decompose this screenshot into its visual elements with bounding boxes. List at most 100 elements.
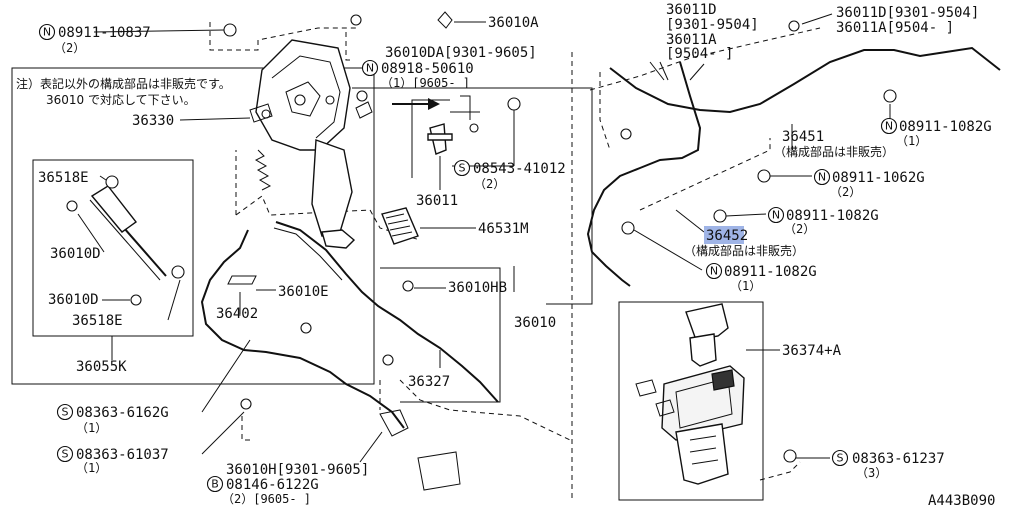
lever-box: [618, 301, 764, 501]
leader-lines: [77, 13, 891, 463]
label-08543-41012-qty: （2）: [474, 177, 505, 191]
pedal-pad: [381, 207, 419, 245]
label-08911-1082G-c-qty: （1）: [730, 279, 761, 293]
strut-36055K: [66, 175, 185, 306]
label-08918-50610: 08918-50610: [381, 61, 474, 77]
svg-text:S: S: [62, 406, 69, 419]
svg-text:N: N: [366, 62, 374, 75]
note-line-2: 36010 で対応して下さい。: [46, 93, 196, 107]
label-08543-41012: 08543-41012: [473, 161, 566, 177]
label-08911-1062G-qty: （2）: [830, 185, 861, 199]
label-36010: 36010: [514, 315, 556, 331]
svg-text:N: N: [818, 171, 826, 184]
svg-text:N: N: [772, 209, 780, 222]
cable-36010: [273, 227, 343, 281]
label-36452: 36452: [706, 228, 748, 244]
label-08146-6122G-qty: （2）[9605- ]: [222, 492, 311, 506]
envelope-dash-5: [639, 138, 771, 211]
label-36011: 36011: [416, 193, 458, 209]
svg-text:N: N: [710, 265, 718, 278]
cable-36451-b: [649, 61, 665, 81]
highlight-36452: [704, 226, 744, 244]
label-36010H: 36010H[9301-9605]: [226, 462, 369, 478]
label-08363-61037: 08363-61037: [76, 447, 169, 463]
cable-36451: [609, 46, 1001, 114]
label-36011D-left-range: [9301-9504]: [666, 17, 759, 33]
label-08363-61237: 08363-61237: [852, 451, 945, 467]
nut-symbol-08911-1082G-b: N: [767, 206, 785, 224]
nut-symbol-08911-1082G-c: N: [705, 262, 723, 280]
label-08911-1082G-a: 08911-1082G: [899, 119, 992, 135]
screw-symbol-08363-61237: S: [831, 449, 849, 467]
svg-text:N: N: [43, 26, 51, 39]
label-36055K: 36055K: [76, 359, 127, 375]
label-08911-1062G: 08911-1062G: [832, 170, 925, 186]
label-36011A-right: 36011A[9504- ]: [836, 20, 954, 36]
label-36010E: 36010E: [278, 284, 329, 300]
label-36402: 36402: [216, 306, 258, 322]
screw-symbol-08543-41012: S: [453, 159, 471, 177]
spring: [254, 149, 272, 191]
label-36010A: 36010A: [488, 15, 539, 31]
note-box: [11, 67, 375, 385]
strut-box: [32, 159, 194, 337]
screw-symbol-08363-6162G: S: [56, 403, 74, 421]
label-36010D-lower: 36010D: [48, 292, 99, 308]
envelope-dash-2: [345, 32, 352, 61]
label-08911-1082G-b-qty: （2）: [784, 222, 815, 236]
label-08911-10837: 08911-10837: [58, 25, 151, 41]
envelope-dash-7: [599, 72, 611, 151]
nut-symbol-08918-50610: N: [361, 59, 379, 77]
svg-text:S: S: [62, 448, 69, 461]
pedal-assembly: [249, 39, 373, 249]
label-36327: 36327: [408, 374, 450, 390]
label-08363-61037-qty: （1）: [76, 461, 107, 475]
label-36518E-top: 36518E: [38, 170, 89, 186]
envelope-dash-8: [399, 379, 571, 441]
screw-symbol-08363-61037: S: [56, 445, 74, 463]
guide-box-36010-b: [380, 267, 501, 403]
nut-symbol-08911-1082G-a: N: [880, 117, 898, 135]
note-line-1: 注）表記以外の構成部品は非販売です。: [16, 76, 231, 91]
label-36330: 36330: [132, 113, 174, 129]
label-08911-1082G-b: 08911-1082G: [786, 208, 879, 224]
direction-arrow: [392, 98, 440, 110]
label-36011A-left-range: [9504- ]: [666, 46, 733, 62]
nut-symbol-08911-1062G: N: [813, 168, 831, 186]
label-36518E-bottom: 36518E: [72, 313, 123, 329]
label-36452-note: （構成部品は非販売）: [684, 243, 804, 258]
label-36010HB: 36010HB: [448, 280, 507, 296]
label-36010DA: 36010DA[9301-9605]: [385, 45, 537, 61]
cable-36402: [200, 229, 405, 429]
lever-36374A: [635, 303, 745, 485]
bolt-symbol-08146-6122G: B: [206, 475, 224, 493]
cable-36327: [275, 221, 499, 403]
label-08363-6162G-qty: （1）: [76, 421, 107, 435]
label-08146-6122G: 08146-6122G: [226, 477, 319, 493]
svg-text:N: N: [885, 120, 893, 133]
envelope-dash-9: [241, 416, 252, 441]
guide-box-36011: [411, 99, 450, 178]
svg-text:S: S: [459, 162, 466, 175]
label-08918-50610-qty: （1）[9605- ]: [381, 76, 470, 90]
label-36451: 36451: [782, 129, 824, 145]
label-36011D-left: 36011D: [666, 2, 717, 18]
label-36451-note: （構成部品は非販売）: [774, 144, 894, 159]
label-46531M: 46531M: [478, 221, 529, 237]
envelope-dash-1: [209, 22, 356, 51]
label-36011D-right: 36011D[9301-9504]: [836, 5, 979, 21]
label-36010D-upper: 36010D: [50, 246, 101, 262]
nut-symbol-08911-10837: N: [38, 23, 56, 41]
clip-36010E: [227, 275, 257, 285]
cable-36452: [586, 61, 702, 287]
diagram-code: A443B090: [928, 493, 995, 509]
bracket-36011: [427, 123, 479, 155]
label-08363-61237-qty: （3）: [856, 466, 887, 480]
guide-box-36010: [352, 87, 593, 305]
label-36011A-left: 36011A: [666, 32, 717, 48]
svg-text:S: S: [837, 452, 844, 465]
svg-text:B: B: [211, 478, 219, 491]
envelope-dash-11: [759, 461, 801, 481]
